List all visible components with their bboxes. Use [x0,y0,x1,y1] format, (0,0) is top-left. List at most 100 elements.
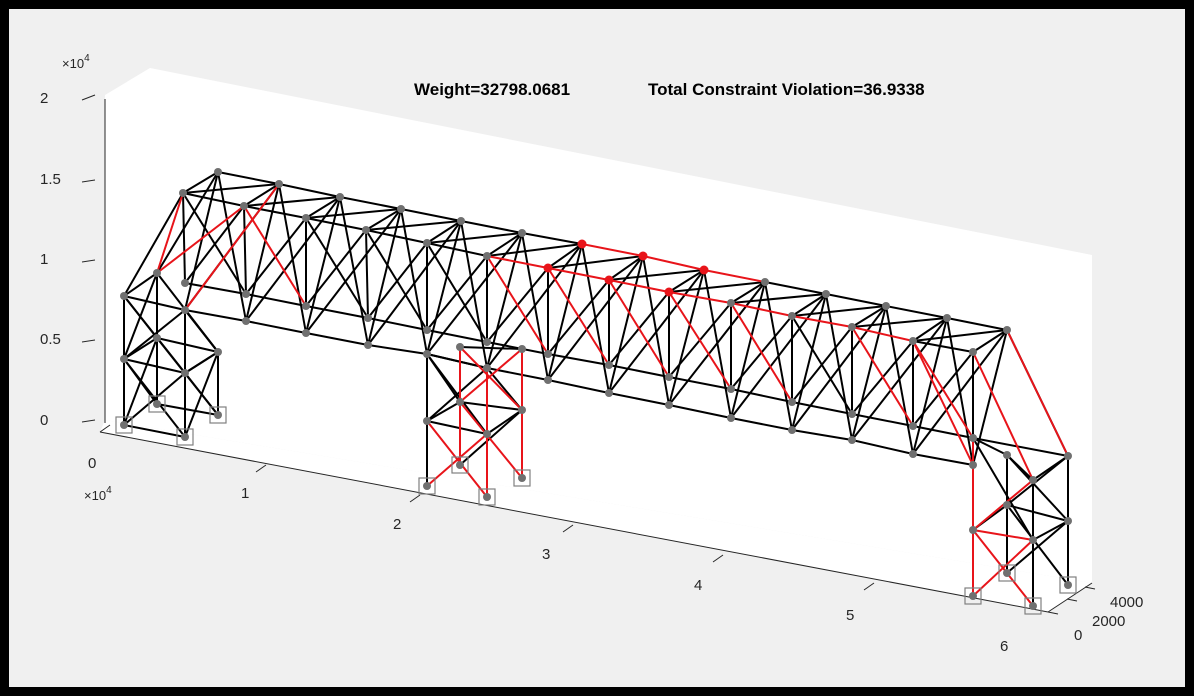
tower-member [123,309,186,360]
z-tick-label: 0 [40,412,48,429]
node [181,306,189,314]
top-chord-back [703,269,766,283]
x-axis-line [99,431,1049,613]
y-tick [1084,586,1096,590]
web-vertical [367,208,402,346]
tower-member [156,337,219,353]
top-chord-back [825,293,887,307]
x-tick [409,494,421,503]
top-diagonal [912,329,1008,342]
node [362,226,370,234]
tower-member [426,353,461,403]
support-box [115,416,133,434]
x-multiplier-exp: 4 [106,485,112,496]
node [483,338,491,346]
node [761,278,769,286]
web-diagonal [547,255,644,381]
web-vertical [426,220,462,355]
web-diagonal [367,242,428,319]
tower-member [459,346,523,350]
y-axis-line [1047,582,1093,613]
bottom-chord-back [791,429,853,441]
bottom-chord-back [367,344,428,355]
bottom-chord-back [730,417,793,431]
node [456,461,464,469]
top-diagonal [668,281,766,293]
x-tick [255,464,267,473]
node [1003,451,1011,459]
z-tick [81,339,96,343]
node [909,422,917,430]
top-chord-back [400,208,462,222]
bottom-chord-front [305,305,369,319]
web-diagonal [642,255,670,406]
support-box [964,587,982,605]
end-diagonal [156,205,245,274]
web-vertical [486,232,523,369]
tower-member [1032,520,1069,541]
bottom-chord-front [912,425,974,439]
z-tick [81,259,96,263]
z-tick [81,179,96,183]
node-highlight [638,251,648,261]
top-cross-member [912,317,948,342]
web-diagonal [305,208,402,334]
x-tick [99,424,111,433]
node [423,239,431,247]
tower-member [123,337,158,360]
node [153,334,161,342]
tower-member [426,420,488,435]
y-tick-label: 4000 [1110,594,1143,611]
bottom-chord-back [245,320,307,334]
y-tick-label: 0 [1074,627,1082,644]
bottom-chord-front [245,293,307,307]
bottom-chord-back [305,332,369,346]
web-diagonal [912,340,974,439]
node [665,401,673,409]
top-chord-front [668,291,732,304]
node [943,314,951,322]
z-tick [81,419,96,423]
top-diagonal [547,255,644,269]
top-chord-front [365,229,428,244]
support-box [1059,576,1077,594]
top-chord-back [946,317,1008,331]
node [665,373,673,381]
z-multiplier: ×104 [62,53,90,71]
node [153,400,161,408]
top-diagonal [486,243,583,257]
node [181,369,189,377]
node [882,302,890,310]
node [456,343,464,351]
bottom-chord-front [547,353,610,366]
node [120,355,128,363]
node [788,312,796,320]
tower-member [972,437,1008,456]
tower-member [156,337,219,416]
bottom-chord-front [791,401,853,415]
bottom-chord-back [912,453,974,466]
top-cross-member [486,232,523,257]
node [153,269,161,277]
tower-member [1006,520,1069,574]
web-vertical [184,171,219,311]
bottom-chord-front [730,388,793,403]
x-tick [712,554,724,563]
bottom-chord-front [184,282,247,295]
node [848,410,856,418]
web-vertical [547,243,583,381]
x-tick-label: 3 [542,546,550,563]
bottom-chord-back [851,439,914,455]
tower-member [459,401,523,479]
node [120,421,128,429]
node [240,202,248,210]
top-diagonal [182,183,280,194]
top-chord-front [305,217,367,231]
end-post [972,351,1034,481]
x-tick-label: 1 [241,485,249,502]
tower-member [1006,504,1069,586]
x-tick-label: 2 [393,516,401,533]
node [423,326,431,334]
node-highlight [699,265,709,275]
